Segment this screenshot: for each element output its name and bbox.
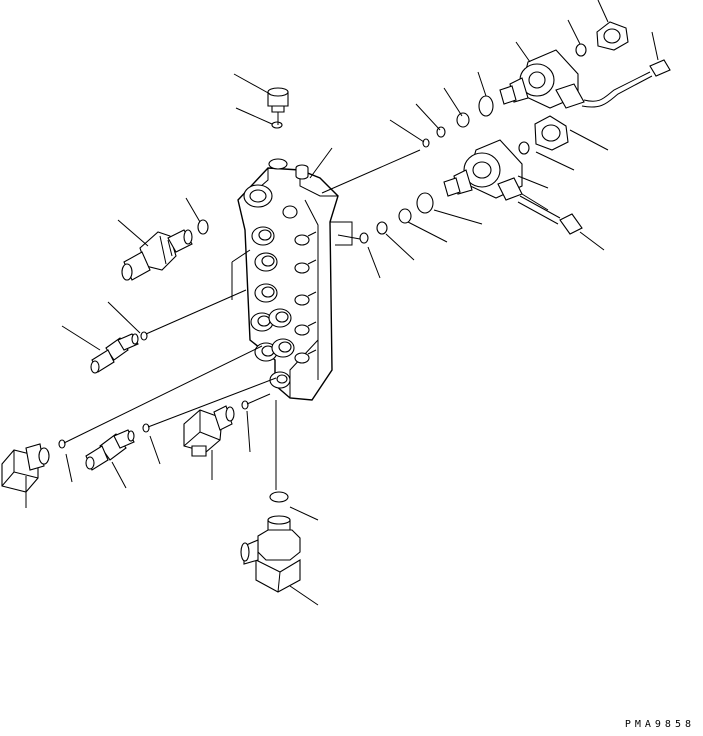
elbow-fitting-center	[184, 406, 234, 456]
o-ring-upper-2	[479, 96, 493, 116]
solenoid-wire-upper	[582, 60, 670, 107]
o-ring-elbow-far-left	[59, 440, 65, 448]
assembly-lines	[64, 112, 420, 490]
body-phantom-outline	[232, 222, 352, 300]
leader-lines	[26, 0, 658, 605]
o-ring-plug-top	[272, 122, 282, 128]
o-ring-lower-4	[377, 222, 387, 234]
fitting-mid-left	[86, 430, 134, 470]
solenoid-valve-upper	[500, 50, 584, 108]
o-ring-fitting-small	[141, 332, 147, 340]
o-ring-lower-2	[417, 193, 433, 213]
fitting-small-left	[91, 334, 138, 373]
o-ring-upper-5	[423, 139, 429, 147]
nut-upper	[597, 22, 628, 50]
solenoid-valve-lower	[444, 140, 522, 200]
o-ring-lower-5	[360, 233, 368, 243]
o-ring-bottom	[270, 492, 288, 502]
o-ring-upper-3	[457, 113, 469, 127]
o-ring-elbow-center	[242, 401, 248, 409]
elbow-fitting-far-left	[2, 444, 49, 492]
nut-lower	[535, 116, 568, 150]
o-ring-lower-1	[519, 142, 529, 154]
fitting-large-left	[122, 230, 192, 280]
drawing-code-label: PMA9858	[624, 719, 695, 730]
valve-body	[238, 159, 338, 400]
o-ring-lower-3	[399, 209, 411, 223]
valve-ports	[251, 227, 294, 388]
pressure-switch-bottom	[241, 516, 300, 592]
o-ring-fitting-large	[198, 220, 208, 234]
solenoid-wire-lower	[518, 196, 582, 234]
o-ring-upper-1	[576, 44, 586, 56]
o-ring-fitting-mid	[143, 424, 149, 432]
plug-top	[268, 88, 288, 112]
